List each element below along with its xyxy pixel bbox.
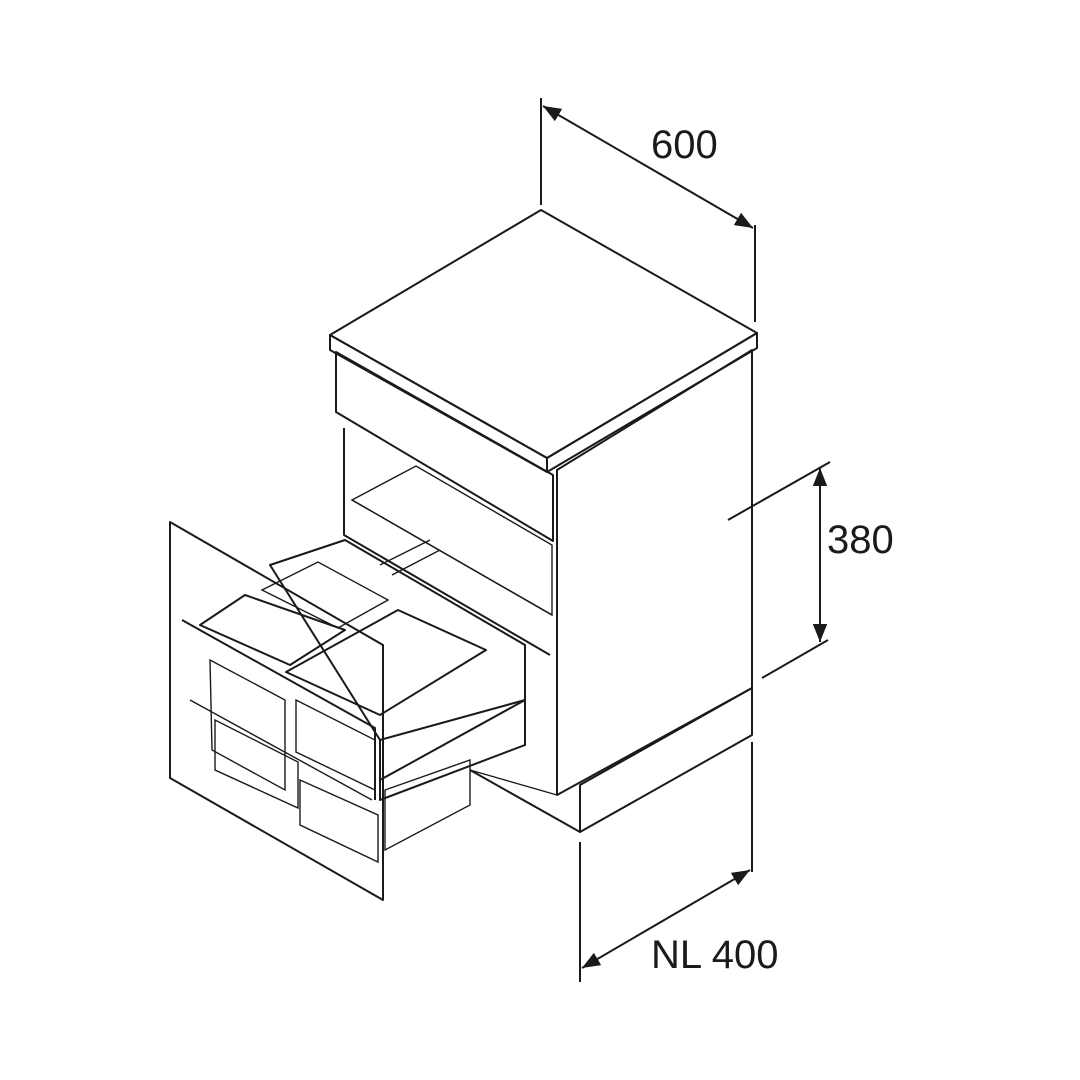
nominal-length-label: NL 400	[651, 933, 779, 977]
upper-drawer-front	[335, 351, 554, 542]
dimension-nominal-length: NL 400	[579, 742, 779, 982]
plinth	[469, 687, 753, 833]
countertop	[329, 209, 758, 473]
cabinet-body	[343, 349, 753, 796]
height-label: 380	[827, 518, 894, 562]
width-label: 600	[651, 123, 718, 167]
dimension-width: 600	[540, 98, 756, 322]
dimension-height: 380	[727, 461, 894, 679]
waste-bin-pullout	[181, 539, 526, 864]
drawer-front-panel	[169, 521, 384, 901]
